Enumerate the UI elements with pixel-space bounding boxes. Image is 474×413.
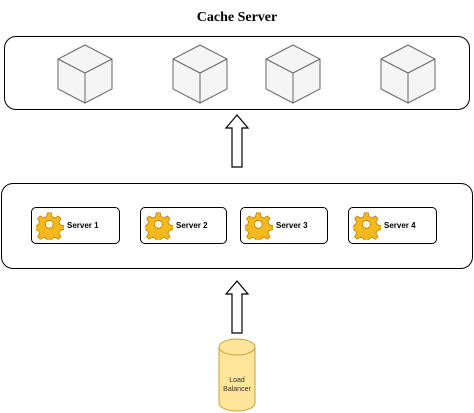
server-2[interactable]: Server 2	[140, 207, 227, 244]
server-4[interactable]: Server 4	[348, 207, 437, 244]
cache-node-2-cube-icon	[172, 44, 228, 104]
gear-icon	[353, 212, 381, 240]
load-balancer-label-line1: Load	[229, 377, 245, 384]
gear-icon	[245, 212, 273, 240]
load-balancer-label: Load Balancer	[218, 376, 256, 394]
server-4-label: Server 4	[384, 221, 416, 230]
arrow-to-cache	[224, 114, 250, 168]
diagram-title: Cache Server	[196, 10, 278, 25]
arrow-to-servers	[224, 280, 250, 334]
load-balancer-cylinder-icon[interactable]	[218, 337, 256, 412]
cache-node-1-cube-icon	[57, 44, 113, 104]
server-1[interactable]: Server 1	[31, 207, 120, 244]
load-balancer-label-line2: Balancer	[223, 386, 251, 393]
server-2-label: Server 2	[176, 221, 208, 230]
server-3-label: Server 3	[276, 221, 308, 230]
gear-icon	[36, 212, 64, 240]
server-1-label: Server 1	[67, 221, 99, 230]
gear-icon	[145, 212, 173, 240]
cache-node-4-cube-icon	[380, 44, 436, 104]
cache-node-3-cube-icon	[265, 44, 321, 104]
server-3[interactable]: Server 3	[240, 207, 328, 244]
